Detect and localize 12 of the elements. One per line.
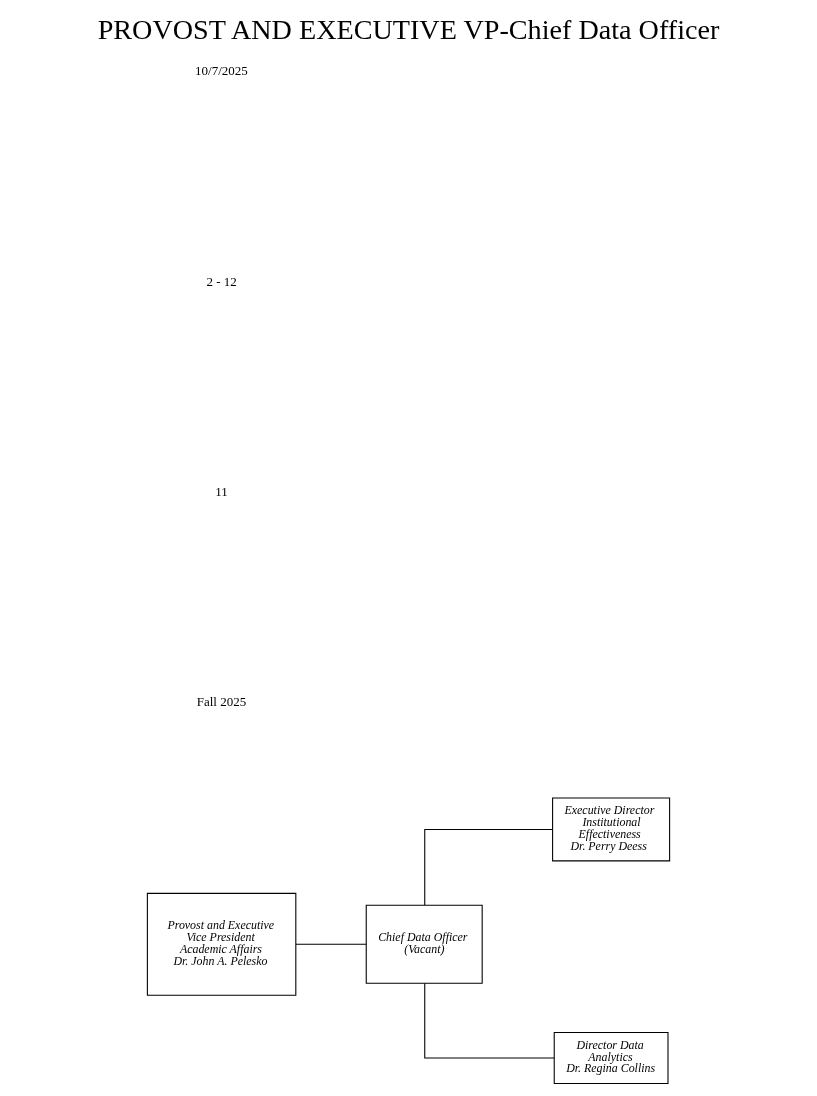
- connector: [424, 982, 555, 1059]
- node-box: Executive Director Institutional Effectiveness Dr. Perry Deess: [552, 797, 671, 862]
- label: 11: [215, 483, 228, 499]
- node-box: Chief Data Officer (Vacant): [365, 904, 483, 984]
- connector: [424, 828, 553, 906]
- diagram-title: PROVOST AND EXECUTIVE VP-Chief Data Officer: [97, 14, 720, 46]
- label: Fall 2025: [196, 694, 247, 710]
- label: 10/7/2025: [195, 63, 248, 79]
- connector: [295, 943, 367, 945]
- node-box: Director Data Analytics Dr. Regina Collins: [553, 1032, 669, 1085]
- label: 2 - 12: [206, 273, 237, 289]
- node-box: Provost and Executive Vice President Academic Affairs Dr. John A. Pelesko: [146, 892, 297, 996]
